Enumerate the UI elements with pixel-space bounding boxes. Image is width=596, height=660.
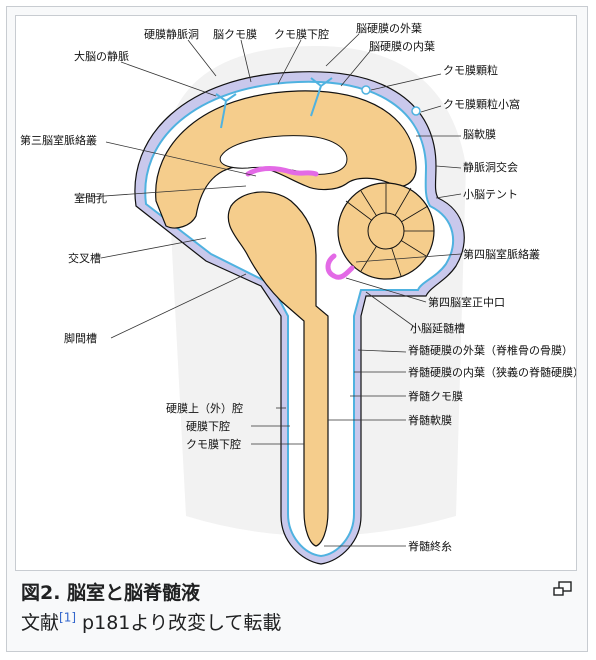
- label-kousasou: 交叉槽: [68, 251, 101, 265]
- enlarge-icon[interactable]: [553, 581, 573, 597]
- label-nou-nanmaku: 脳軟膜: [463, 127, 496, 141]
- caption-source-prefix: 文献: [21, 612, 60, 634]
- label-daisan-noushitsu-myakuraku: 第三脳室脈絡叢: [20, 133, 97, 147]
- label-kumomaku-karyu: クモ膜顆粒: [443, 63, 498, 77]
- caption-source-suffix: p181より改変して転載: [76, 612, 282, 634]
- figure: 硬膜静脈洞 脳クモ膜 クモ膜下腔 脳硬膜の外葉 脳硬膜の内葉 大脳の静脈 クモ膜…: [6, 6, 588, 652]
- cerebellum: [337, 182, 435, 280]
- fourth-ventricle-choroid-plexus: [325, 253, 355, 280]
- lateral-ventricle: [219, 135, 348, 175]
- leader-lines: [75, 33, 462, 547]
- label-daiyon-noushitsu-seichuukou: 第四脳室正中口: [428, 295, 505, 309]
- label-kumomaku-kakuu: クモ膜下腔: [274, 27, 329, 41]
- arachnoid-granulation: [361, 85, 421, 116]
- diagram-frame[interactable]: 硬膜静脈洞 脳クモ膜 クモ膜下腔 脳硬膜の外葉 脳硬膜の内葉 大脳の静脈 クモ膜…: [15, 15, 577, 571]
- brain-csf-diagram: 硬膜静脈洞 脳クモ膜 クモ膜下腔 脳硬膜の外葉 脳硬膜の内葉 大脳の静脈 クモ膜…: [20, 21, 577, 565]
- label-nou-kouzaku-gaiyou: 脳硬膜の外葉: [356, 21, 422, 35]
- third-ventricle-choroid-plexus: [245, 166, 319, 177]
- label-sekizui-nanmaku: 脊髄軟膜: [408, 413, 452, 427]
- label-shounou-tent: 小脳テント: [463, 188, 518, 201]
- caption-title: 図2. 脳室と脳脊髄液: [21, 582, 201, 604]
- label-sekizui-kouzaku-naiyou: 脊髄硬膜の内葉（狭義の脊髄硬膜）: [408, 365, 577, 379]
- label-kumomaku-kakuu-2: クモ膜下腔: [186, 437, 241, 451]
- label-kouzaku-jou-kuu: 硬膜上（外）腔: [166, 401, 243, 415]
- label-nou-kumomaku: 脳クモ膜: [213, 28, 257, 41]
- label-sekizui-kumomaku: 脊髄クモ膜: [408, 389, 463, 403]
- label-kouzaku-jouminmyakudou: 硬膜静脈洞: [144, 27, 199, 41]
- cerebral-veins: [215, 77, 333, 129]
- reference-link[interactable]: [1]: [59, 610, 77, 625]
- caption-source: 文献[1] p181より改変して転載: [21, 608, 281, 635]
- label-jouminmyaku-doukoukai: 静脈洞交会: [463, 160, 518, 174]
- spinal-cord: [227, 191, 329, 547]
- label-kyakukansou: 脚間槽: [64, 331, 97, 345]
- label-kouzaku-kakuu: 硬膜下腔: [186, 419, 230, 433]
- label-shitsukankou: 室間孔: [74, 191, 107, 205]
- label-shounou-enzuisou: 小脳延髄槽: [410, 321, 465, 335]
- label-kumomaku-karyu-shouka: クモ膜顆粒小窩: [443, 97, 520, 111]
- label-nou-kouzaku-naiyou: 脳硬膜の内葉: [369, 39, 435, 53]
- label-daiyon-noushitsu-myakuraku: 第四脳室脈絡叢: [463, 247, 540, 261]
- label-sekizui-shuushi: 脊髄終糸: [408, 539, 452, 553]
- label-dainou-jouminmyaku: 大脳の静脈: [74, 49, 129, 63]
- label-sekizui-kouzaku-gaiyou: 脊髄硬膜の外葉（脊椎骨の骨膜）: [408, 343, 573, 357]
